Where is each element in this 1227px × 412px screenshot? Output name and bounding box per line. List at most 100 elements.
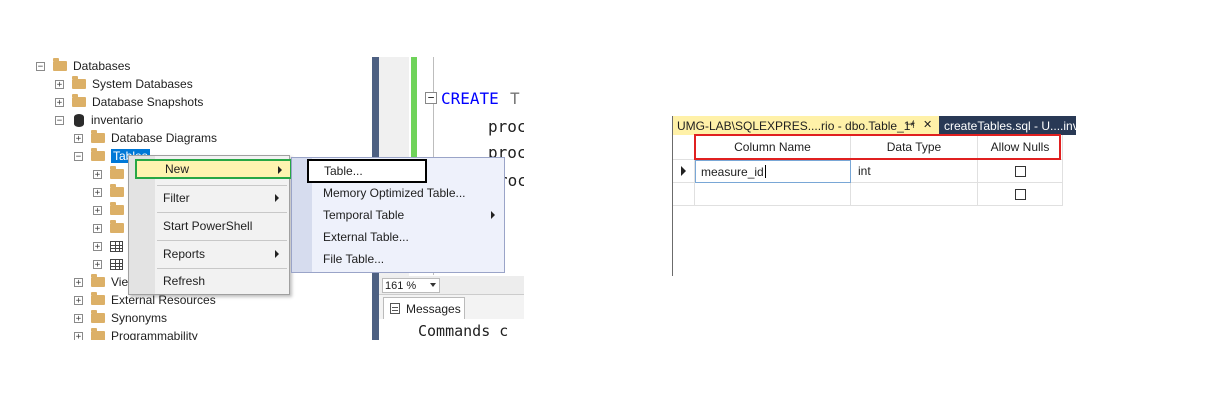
change-marker: [411, 57, 417, 220]
submenu-item-external-table[interactable]: External Table...: [292, 226, 504, 248]
tree-item-child[interactable]: +: [93, 255, 129, 273]
outline-collapse-icon[interactable]: −: [425, 92, 437, 104]
table-icon: [110, 258, 123, 270]
expand-icon[interactable]: +: [55, 97, 64, 108]
close-icon[interactable]: ✕: [923, 119, 933, 131]
tree-item-database-snapshots[interactable]: + Database Snapshots: [55, 93, 203, 111]
folder-icon: [91, 130, 105, 143]
tree-item-label: inventario: [91, 113, 144, 127]
tree-item-programmability[interactable]: + Programmability: [74, 327, 198, 340]
column-name-cell[interactable]: measure_id: [695, 160, 851, 183]
menu-item-label: Filter: [163, 191, 190, 205]
tree-item-label: Programmability: [111, 329, 198, 340]
allow-nulls-cell: [978, 160, 1063, 183]
menu-item-label: Start PowerShell: [163, 219, 253, 233]
data-type-cell[interactable]: [851, 183, 978, 206]
expand-icon[interactable]: +: [93, 241, 102, 252]
menu-item-start-powershell[interactable]: Start PowerShell: [129, 215, 289, 237]
chevron-down-icon: [430, 283, 436, 287]
chevron-right-icon: [278, 166, 282, 174]
pin-icon[interactable]: ⊣: [905, 119, 915, 131]
folder-icon: [72, 76, 86, 89]
allow-nulls-checkbox[interactable]: [1014, 188, 1026, 200]
expand-icon[interactable]: +: [55, 79, 64, 90]
menu-separator: [157, 268, 287, 269]
code-keyword: CREATE: [441, 89, 499, 108]
chevron-right-icon: [491, 211, 495, 219]
collapse-icon[interactable]: −: [55, 115, 64, 126]
code-line: proc: [488, 117, 524, 136]
menu-item-filter[interactable]: Filter: [129, 187, 289, 209]
submenu-item-label: External Table...: [323, 230, 409, 244]
collapse-icon[interactable]: −: [74, 151, 83, 162]
zoom-select[interactable]: 161 %: [382, 278, 440, 293]
tree-item-databases[interactable]: − Databases: [36, 57, 130, 75]
menu-item-reports[interactable]: Reports: [129, 243, 289, 265]
expand-icon[interactable]: +: [74, 331, 83, 340]
expand-icon[interactable]: +: [74, 295, 83, 306]
tree-item-label: Database Diagrams: [111, 131, 218, 145]
tree-item-child[interactable]: +: [93, 237, 129, 255]
folder-icon: [72, 94, 86, 107]
expand-icon[interactable]: +: [93, 187, 102, 198]
submenu-item-label: Table...: [324, 164, 363, 178]
allow-nulls-checkbox[interactable]: [1014, 165, 1026, 177]
data-type-value: int: [858, 164, 871, 178]
current-row-icon: [681, 166, 686, 176]
submenu-item-memory-optimized-table[interactable]: Memory Optimized Table...: [292, 182, 504, 204]
data-type-cell[interactable]: int: [851, 160, 978, 183]
menu-item-label: Reports: [163, 247, 206, 261]
menu-item-refresh[interactable]: Refresh: [129, 270, 289, 292]
tree-item-external-resources[interactable]: + External Resources: [74, 291, 216, 309]
row-selector[interactable]: [673, 160, 695, 183]
submenu-item-label: Memory Optimized Table...: [323, 186, 466, 200]
code-line: T: [510, 89, 520, 108]
tree-item-label: External Resources: [111, 293, 216, 307]
tree-item-inventario[interactable]: − inventario: [55, 111, 143, 129]
tree-item-child[interactable]: +: [93, 165, 130, 183]
submenu-item-file-table[interactable]: File Table...: [292, 248, 504, 270]
submenu-item-temporal-table[interactable]: Temporal Table: [292, 204, 504, 226]
tree-item-database-diagrams[interactable]: + Database Diagrams: [74, 129, 217, 147]
menu-separator: [157, 185, 287, 186]
tab-table-designer[interactable]: UMG-LAB\SQLEXPRES....rio - dbo.Table_1* …: [673, 116, 939, 135]
tab-messages[interactable]: Messages: [383, 297, 465, 319]
zoom-value: 161 %: [385, 279, 417, 292]
messages-text: Commands c: [418, 322, 509, 340]
expand-icon[interactable]: +: [74, 133, 83, 144]
submenu-item-table[interactable]: Table...: [307, 159, 427, 183]
tree-item-synonyms[interactable]: + Synonyms: [74, 309, 167, 327]
menu-item-label: Refresh: [163, 274, 206, 288]
folder-icon: [110, 166, 124, 179]
database-icon: [74, 113, 84, 127]
folder-icon: [91, 274, 105, 287]
allow-nulls-cell: [978, 183, 1063, 206]
tree-item-child[interactable]: +: [93, 201, 130, 219]
expand-icon[interactable]: +: [93, 223, 102, 234]
expand-icon[interactable]: +: [93, 205, 102, 216]
expand-icon[interactable]: +: [93, 169, 102, 180]
menu-separator: [157, 240, 287, 241]
row-selector[interactable]: [673, 183, 695, 206]
document-tabbar: UMG-LAB\SQLEXPRES....rio - dbo.Table_1* …: [673, 116, 1076, 135]
menu-item-label: New: [165, 162, 190, 176]
expand-icon[interactable]: +: [74, 313, 83, 324]
tab-create-tables-sql[interactable]: createTables.sql - U....inve: [944, 116, 1076, 135]
messages-icon: [390, 303, 400, 314]
folder-icon: [110, 202, 124, 215]
folder-icon: [110, 220, 124, 233]
column-name-cell[interactable]: [695, 183, 851, 206]
tab-title: createTables.sql - U....inve: [944, 118, 1076, 133]
tree-item-system-databases[interactable]: + System Databases: [55, 75, 193, 93]
expand-icon[interactable]: +: [93, 259, 102, 270]
folder-icon: [53, 58, 67, 71]
menu-separator: [157, 212, 287, 213]
tree-item-child[interactable]: +: [93, 219, 130, 237]
collapse-icon[interactable]: −: [36, 61, 45, 72]
menu-item-new[interactable]: New: [135, 159, 292, 179]
expand-icon[interactable]: +: [74, 277, 83, 288]
designer-left-border: [672, 116, 673, 276]
column-header-label: Allow Nulls: [990, 140, 1050, 154]
row-header-corner: [673, 135, 695, 160]
tree-item-child[interactable]: +: [93, 183, 130, 201]
